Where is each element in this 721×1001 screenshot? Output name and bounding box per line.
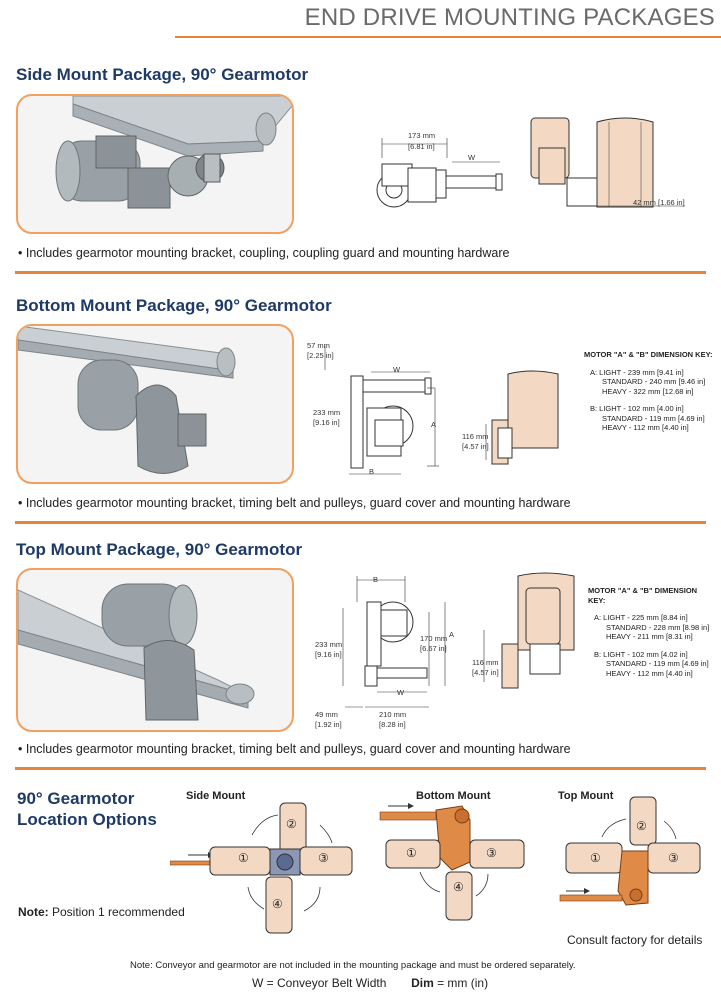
position-3: ③ bbox=[486, 846, 497, 860]
footer-note: Note: Conveyor and gearmotor are not inc… bbox=[130, 960, 576, 971]
bottom-mount-label: Bottom Mount bbox=[416, 790, 491, 802]
position-2: ② bbox=[286, 817, 297, 831]
side-mount-front-diagram: 173 mm [6.81 in] W bbox=[360, 118, 520, 228]
side-mount-positions-diagram: ① ② ③ ④ bbox=[169, 795, 360, 940]
note-label: Note: bbox=[18, 905, 49, 919]
header-rule bbox=[175, 36, 721, 38]
top-dim-170: 170 mm bbox=[420, 634, 448, 643]
w-definition: W = Conveyor Belt Width bbox=[252, 976, 387, 990]
top-dim-49: 49 mm bbox=[315, 710, 338, 719]
top-mount-title: Top Mount Package, 90° Gearmotor bbox=[16, 540, 303, 559]
location-title-line1: 90° Gearmotor bbox=[17, 789, 135, 808]
top-dim-b: B bbox=[373, 575, 379, 584]
bottom-mount-photo bbox=[16, 324, 294, 484]
bottom-dim-116-in: [4.57 in] bbox=[462, 442, 489, 451]
note-text: Position 1 recommended bbox=[48, 905, 185, 919]
top-dim-a: A bbox=[449, 630, 455, 639]
side-mount-side-diagram: 42 mm [1.66 in] bbox=[525, 112, 685, 217]
top-key-a1: A: LIGHT - 225 mm [8.84 in] bbox=[594, 613, 688, 622]
bottom-key-title: MOTOR "A" & "B" DIMENSION KEY: bbox=[584, 350, 713, 359]
section-divider bbox=[15, 271, 706, 274]
top-key-title: MOTOR "A" & "B" DIMENSION KEY: bbox=[588, 586, 698, 605]
location-options-title: 90° Gearmotor Location Options bbox=[17, 788, 157, 830]
top-mount-front-diagram: B 233 mm [9.16 in] 170 mm [6.67 in] A W … bbox=[305, 572, 465, 732]
dim-label: Dim bbox=[411, 976, 434, 990]
position-1: ① bbox=[590, 851, 601, 865]
top-mount-bullet: • Includes gearmotor mounting bracket, t… bbox=[18, 742, 571, 756]
bottom-key-b3: HEAVY - 112 mm [4.40 in] bbox=[602, 423, 689, 432]
consult-factory: Consult factory for details bbox=[567, 933, 703, 947]
top-dim-49-in: [1.92 in] bbox=[315, 720, 342, 729]
position-2: ② bbox=[636, 819, 647, 833]
bottom-mount-bullet: • Includes gearmotor mounting bracket, t… bbox=[18, 496, 571, 510]
bottom-key-b1: B: LIGHT - 102 mm [4.00 in] bbox=[590, 404, 684, 413]
bottom-mount-front-diagram: 57 mm [2.25 in] 233 mm [9.16 in] W A B bbox=[305, 338, 460, 488]
top-dim-w: W bbox=[397, 688, 405, 697]
top-dimension-key: MOTOR "A" & "B" DIMENSION KEY: A: LIGHT … bbox=[588, 586, 716, 678]
position-4: ④ bbox=[272, 897, 283, 911]
bottom-mount-title: Bottom Mount Package, 90° Gearmotor bbox=[16, 296, 332, 315]
position-3: ③ bbox=[668, 851, 679, 865]
top-key-b2: STANDARD - 119 mm [4.69 in] bbox=[606, 659, 709, 668]
bottom-dim-116: 116 mm bbox=[462, 432, 489, 441]
side-mount-title: Side Mount Package, 90° Gearmotor bbox=[16, 65, 309, 84]
bottom-key-a3: HEAVY - 322 mm [12.68 in] bbox=[602, 386, 694, 396]
top-dim-210-in: [8.28 in] bbox=[379, 720, 406, 729]
side-dim-173-in: [6.81 in] bbox=[408, 142, 435, 151]
footer-definitions: W = Conveyor Belt Width Dim = mm (in) bbox=[252, 976, 488, 990]
top-dim-116: 116 mm bbox=[472, 658, 499, 667]
top-key-a3: HEAVY - 211 mm [8.31 in] bbox=[606, 632, 693, 641]
bottom-key-b2: STANDARD - 119 mm [4.69 in] bbox=[602, 413, 705, 423]
bottom-dim-a: A bbox=[431, 420, 437, 429]
side-mount-bullet: • Includes gearmotor mounting bracket, c… bbox=[18, 246, 510, 260]
top-dim-233-in: [9.16 in] bbox=[315, 650, 342, 659]
top-mount-positions-diagram: ① ② ③ bbox=[556, 795, 706, 910]
location-title-line2: Location Options bbox=[17, 810, 157, 829]
bottom-mount-side-diagram: 116 mm [4.57 in] bbox=[462, 368, 572, 473]
page-title: END DRIVE MOUNTING PACKAGES bbox=[304, 4, 715, 31]
side-dim-w: W bbox=[468, 153, 476, 162]
bottom-key-a1: A: LIGHT - 239 mm [9.41 in] bbox=[590, 367, 684, 377]
bottom-dim-b: B bbox=[369, 467, 375, 476]
top-mount-photo bbox=[16, 568, 294, 732]
section-divider bbox=[15, 521, 706, 524]
position-3: ③ bbox=[318, 851, 329, 865]
top-key-a2: STANDARD - 228 mm [8.98 in] bbox=[606, 622, 710, 632]
top-mount-side-diagram: 116 mm [4.57 in] bbox=[470, 570, 582, 690]
position-4: ④ bbox=[453, 880, 464, 894]
position-1: ① bbox=[238, 851, 249, 865]
top-dim-233: 233 mm bbox=[315, 640, 343, 649]
top-dim-116-in: [4.57 in] bbox=[472, 668, 499, 677]
position-note: Note: Position 1 recommended bbox=[18, 905, 185, 919]
bottom-dimension-key: MOTOR "A" & "B" DIMENSION KEY: A: LIGHT … bbox=[584, 350, 714, 433]
section-divider bbox=[15, 767, 706, 770]
dim-definition: = mm (in) bbox=[433, 976, 489, 990]
side-mount-photo bbox=[16, 94, 294, 234]
top-dim-170-in: [6.67 in] bbox=[420, 644, 447, 653]
side-dim-173: 173 mm bbox=[408, 131, 436, 140]
bottom-dim-57-in: [2.25 in] bbox=[307, 351, 334, 360]
bottom-dim-233-in: [9.16 in] bbox=[313, 418, 340, 427]
bottom-dim-57: 57 mm bbox=[307, 341, 330, 350]
bottom-dim-w: W bbox=[393, 365, 401, 374]
bottom-dim-233: 233 mm bbox=[313, 408, 341, 417]
top-dim-210: 210 mm bbox=[379, 710, 407, 719]
top-key-b3: HEAVY - 112 mm [4.40 in] bbox=[606, 668, 693, 678]
position-1: ① bbox=[406, 846, 417, 860]
top-key-b1: B: LIGHT - 102 mm [4.02 in] bbox=[594, 649, 688, 659]
bottom-mount-positions-diagram: ① ③ ④ bbox=[378, 800, 528, 925]
bottom-key-a2: STANDARD - 240 mm [9.46 in] bbox=[602, 377, 706, 386]
side-dim-42: 42 mm [1.66 in] bbox=[633, 198, 685, 207]
top-mount-label: Top Mount bbox=[558, 790, 614, 802]
side-mount-label: Side Mount bbox=[186, 790, 246, 802]
